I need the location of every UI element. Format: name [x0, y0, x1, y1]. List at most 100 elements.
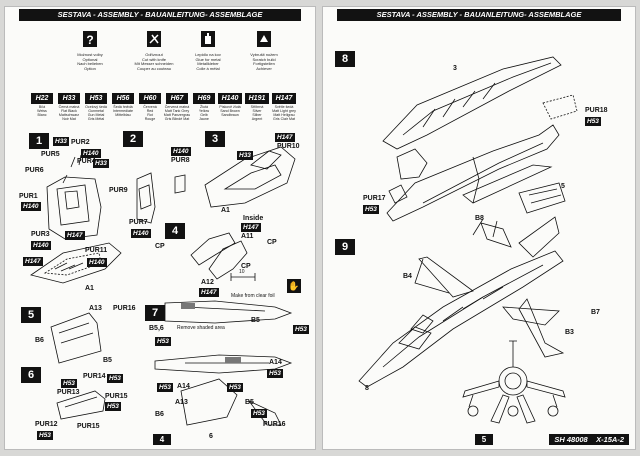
paint-tag: H53	[267, 369, 283, 378]
part-label: B7	[591, 309, 600, 316]
paint-tag: H147	[241, 223, 261, 232]
step-4-badge: 4	[165, 223, 185, 239]
part-label: CP	[155, 243, 165, 250]
part-label: B8	[475, 215, 484, 222]
paint-tag: H53	[585, 117, 601, 126]
paint-tag: H53	[251, 409, 267, 418]
paint-tag: H147	[275, 133, 295, 142]
part-label: B5	[251, 317, 260, 324]
part-label: PUR9	[109, 187, 128, 194]
note-label: Remove shaded area	[177, 325, 225, 331]
hand-icon: ✋	[287, 279, 301, 293]
step-6-badge: 6	[21, 367, 41, 383]
cut-symbol	[139, 31, 169, 53]
part-label: PUR16	[263, 421, 286, 428]
paint-tag: H140	[21, 202, 41, 211]
part-label: PUR18	[585, 107, 608, 114]
part-label: PUR12	[35, 421, 58, 428]
part-label: A11	[241, 233, 254, 240]
part-label: 5	[561, 183, 565, 190]
page-number: 4	[153, 434, 171, 445]
step-8-badge: 8	[335, 51, 355, 67]
paint-tag: H140	[131, 229, 151, 238]
step-9-badge: 9	[335, 239, 355, 255]
part-label: PUR3	[31, 231, 50, 238]
part-label: B5,6	[149, 325, 164, 332]
part-label: PUR17	[363, 195, 386, 202]
paint-tag: H147	[65, 231, 85, 240]
step-1-badge: 1	[29, 133, 49, 149]
part-label: B6	[35, 337, 44, 344]
part-label: A1	[85, 285, 94, 292]
assembly-drawings-right	[358, 56, 578, 424]
part-label: PUR2	[71, 139, 90, 146]
color-code: H33	[58, 93, 80, 104]
sand-symbol	[249, 31, 279, 53]
paint-tag: H53	[293, 325, 309, 334]
part-label: PUR15	[77, 423, 100, 430]
step-3-badge: 3	[205, 131, 225, 147]
part-label: PUR16	[113, 305, 136, 312]
glue-icon	[201, 31, 215, 47]
paint-tag: H53	[61, 379, 77, 388]
page-header: SESTAVA - ASSEMBLY - BAUANLEITUNG- ASSEM…	[337, 9, 621, 21]
kit-footer: SH 48008 X-15A-2	[549, 434, 629, 445]
instruction-page-4: SESTAVA - ASSEMBLY - BAUANLEITUNG- ASSEM…	[4, 6, 316, 450]
part-label: A14	[177, 383, 190, 390]
step-5-badge: 5	[21, 307, 41, 323]
part-label: PUR8	[171, 157, 190, 164]
assembly-drawings-left	[30, 146, 296, 426]
paint-tag: H53	[157, 383, 173, 392]
paint-tag: H53	[155, 337, 171, 346]
step-7-badge: 7	[145, 305, 165, 321]
paint-tag: H53	[363, 205, 379, 214]
note-label: Make from clear foil	[231, 293, 275, 299]
svg-text:?: ?	[86, 33, 93, 47]
part-label: PUR11	[85, 247, 108, 254]
color-code: H147	[272, 93, 296, 104]
page-header: SESTAVA - ASSEMBLY - BAUANLEITUNG- ASSEM…	[19, 9, 301, 21]
color-code: H69	[193, 93, 215, 104]
cut-icon	[147, 31, 161, 47]
color-code: H140	[218, 93, 242, 104]
paint-tag: H33	[93, 159, 109, 168]
paint-tag: H140	[81, 149, 101, 158]
color-code: H60	[139, 93, 161, 104]
paint-tag: H53	[105, 402, 121, 411]
part-label: PUR1	[19, 193, 38, 200]
paint-tag: H140	[31, 241, 51, 250]
part-label: B6	[155, 411, 164, 418]
paint-tag: H147	[199, 288, 219, 297]
part-label: PUR15	[105, 393, 128, 400]
color-code: H53	[85, 93, 107, 104]
part-label: A1	[221, 207, 230, 214]
page-number: 5	[475, 434, 493, 445]
question-mark-icon: ?	[83, 31, 97, 47]
color-code: H56	[112, 93, 134, 104]
part-label: PUR7	[129, 219, 148, 226]
part-label: B3	[565, 329, 574, 336]
dimension-label: 10	[239, 269, 245, 275]
part-label: 3	[453, 65, 457, 72]
kit-title: X-15A-2	[596, 435, 624, 444]
part-label: PUR14	[83, 373, 106, 380]
paint-tag: H53	[37, 431, 53, 440]
paint-tag: H140	[171, 147, 191, 156]
part-label: 6	[209, 433, 213, 440]
glue-symbol	[193, 31, 223, 53]
step-2-badge: 2	[123, 131, 143, 147]
paint-tag: H33	[53, 137, 69, 146]
